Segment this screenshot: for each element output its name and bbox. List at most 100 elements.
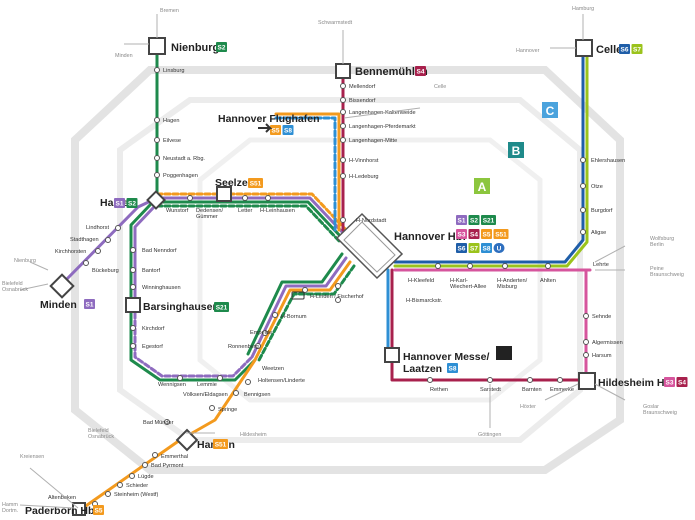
station-l-mitte[interactable]: Langenhagen-Mitte bbox=[349, 138, 397, 144]
station-aligse[interactable]: Aligse bbox=[591, 230, 606, 236]
station-ahlten[interactable]: Ahlten bbox=[540, 278, 556, 284]
station-kirchdorf[interactable]: Kirchdorf bbox=[142, 326, 165, 332]
badge-minden-s1[interactable]: S1 bbox=[84, 299, 95, 309]
badge-hbf-row2-s5[interactable]: S5 bbox=[481, 229, 492, 239]
station-h-vinnhorst[interactable]: H-Vinnhorst bbox=[349, 158, 379, 164]
station-ehlershausen[interactable]: Ehlershausen bbox=[591, 158, 625, 164]
badge-hbf-row2-s4[interactable]: S4 bbox=[468, 229, 480, 239]
haste-hub[interactable] bbox=[146, 190, 166, 210]
station-bueckeburg[interactable]: Bückeburg bbox=[92, 268, 119, 274]
station-bennigsen[interactable]: Bennigsen bbox=[244, 392, 270, 398]
hameln-hub[interactable] bbox=[175, 428, 199, 452]
badge-messe-s8[interactable]: S8 bbox=[447, 363, 458, 373]
badge-hbf-row1-s21[interactable]: S21 bbox=[481, 215, 496, 225]
station-sarstedt[interactable]: Sarstedt bbox=[480, 387, 501, 393]
badge-hbf-row3-u[interactable]: U bbox=[493, 243, 505, 253]
station-ronnenberg[interactable]: Ronnenberg bbox=[228, 344, 259, 350]
badge-celle-s6[interactable]: S6 bbox=[619, 44, 630, 54]
station-emmerke[interactable]: Emmerke bbox=[550, 387, 574, 393]
station-lindhorst[interactable]: Lindhorst bbox=[86, 225, 109, 231]
badge-hildesheim-s4[interactable]: S4 bbox=[676, 377, 688, 387]
messe-hub[interactable] bbox=[384, 347, 400, 363]
station-holtensen[interactable]: Holtensen/Linderte bbox=[258, 378, 305, 384]
station-weetzen[interactable]: Weetzen bbox=[262, 366, 284, 372]
hbf-label[interactable]: Hannover Hbf bbox=[394, 231, 466, 243]
station-h-nordstadt[interactable]: H-Nordstadt bbox=[356, 218, 387, 224]
station-h-anderten[interactable]: H-Anderten/Misburg bbox=[497, 278, 528, 290]
hildesheim-hub[interactable] bbox=[578, 372, 596, 390]
badge-hildesheim-s3[interactable]: S3 bbox=[664, 377, 675, 387]
badge-barsinghausen-s21[interactable]: S21 bbox=[214, 302, 229, 312]
celle-label[interactable]: Celle bbox=[596, 44, 622, 56]
badge-flughafen-s5[interactable]: S5 bbox=[270, 125, 281, 135]
flughafen-label[interactable]: Hannover Flughafen bbox=[218, 113, 320, 125]
station-altenbeken[interactable]: Altenbeken bbox=[48, 495, 76, 501]
station-l-pferdemarkt[interactable]: Langenhagen-Pferdemarkt bbox=[349, 124, 416, 130]
station-h-bornum[interactable]: H-Bornum bbox=[281, 314, 307, 320]
station-bad-nenndorf[interactable]: Bad Nenndorf bbox=[142, 248, 177, 254]
station-mellendorf[interactable]: Mellendorf bbox=[349, 84, 376, 90]
station-wunstorf[interactable]: Wunstorf bbox=[166, 208, 189, 214]
badge-hbf-row2-s3[interactable]: S3 bbox=[456, 229, 467, 239]
bennemuehlen-label[interactable]: Bennemühlen bbox=[355, 66, 428, 78]
celle-hub[interactable] bbox=[575, 39, 593, 57]
station-letter[interactable]: Letter bbox=[238, 208, 252, 214]
badge-paderborn-s5[interactable]: S5 bbox=[93, 505, 104, 515]
station-schieder[interactable]: Schieder bbox=[126, 483, 148, 489]
minden-hub[interactable] bbox=[49, 273, 75, 299]
station-empelde[interactable]: Empelde bbox=[250, 330, 272, 336]
messe-label-2[interactable]: Laatzen bbox=[403, 363, 442, 375]
seelze-label[interactable]: Seelze bbox=[215, 177, 248, 189]
badge-hbf-row3-s8[interactable]: S8 bbox=[481, 243, 492, 253]
station-stadthagen[interactable]: Stadthagen bbox=[70, 237, 99, 243]
station-lemmie[interactable]: Lemmie bbox=[197, 382, 217, 388]
station-h-ledeburg[interactable]: H-Ledeburg bbox=[349, 174, 379, 180]
badge-haste-s2[interactable]: S2 bbox=[126, 198, 138, 208]
badge-hbf-row2-s51[interactable]: S51 bbox=[493, 229, 509, 239]
hildesheim-label[interactable]: Hildesheim Hbf bbox=[598, 377, 675, 389]
badge-bennemuehlen-s4[interactable]: S4 bbox=[415, 66, 426, 76]
badge-hbf-row3-s6[interactable]: S6 bbox=[456, 243, 467, 253]
bennemuehlen-hub[interactable] bbox=[335, 63, 351, 79]
station-springe[interactable]: Springe bbox=[218, 407, 237, 413]
station-h-bismarck[interactable]: H-Bismarckstr. bbox=[406, 298, 443, 304]
station-algermissen[interactable]: Algermissen bbox=[592, 340, 623, 346]
badge-seelze-s51[interactable]: S51 bbox=[248, 178, 263, 188]
station-h-linden[interactable]: H-Linden / Fischerhof bbox=[310, 294, 364, 300]
station-lehrte[interactable]: Lehrte bbox=[593, 262, 609, 268]
station-bissendorf[interactable]: Bissendorf bbox=[349, 98, 376, 104]
nienburg-label[interactable]: Nienburg bbox=[171, 42, 219, 54]
station-egestorf[interactable]: Egestorf bbox=[142, 344, 163, 350]
station-rethen[interactable]: Rethen bbox=[430, 387, 448, 393]
station-h-leinhausen[interactable]: H-Leinhausen bbox=[260, 208, 295, 214]
badge-hbf-row1-s2[interactable]: S2 bbox=[468, 215, 480, 225]
badge-nienburg-s2[interactable]: S2 bbox=[216, 42, 227, 52]
station-emmerthal[interactable]: Emmerthal bbox=[161, 454, 188, 460]
badge-hbf-row3-s7[interactable]: S7 bbox=[468, 243, 480, 253]
seelze-hub[interactable] bbox=[216, 186, 232, 202]
barsinghausen-hub[interactable] bbox=[125, 297, 141, 313]
station-poggenhagen[interactable]: Poggenhagen bbox=[163, 173, 198, 179]
station-winninghausen[interactable]: Winninghausen bbox=[142, 285, 181, 291]
paderborn-label[interactable]: Paderborn Hbf bbox=[25, 505, 98, 517]
station-otze[interactable]: Otze bbox=[591, 184, 603, 190]
station-sehnde[interactable]: Sehnde bbox=[592, 314, 611, 320]
badge-celle-s7[interactable]: S7 bbox=[631, 44, 643, 54]
barsinghausen-label[interactable]: Barsinghausen bbox=[143, 301, 219, 313]
station-wennigsen[interactable]: Wennigsen bbox=[158, 382, 186, 388]
station-linsburg[interactable]: Linsburg bbox=[163, 68, 184, 74]
station-hagen[interactable]: Hagen bbox=[163, 118, 179, 124]
station-harsum[interactable]: Harsum bbox=[592, 353, 612, 359]
station-dedensen[interactable]: Dedensen/Gümmer bbox=[196, 208, 224, 220]
minden-label[interactable]: Minden bbox=[40, 299, 77, 311]
station-bad-pyrmont[interactable]: Bad Pyrmont bbox=[151, 463, 184, 469]
station-burgdorf[interactable]: Burgdorf bbox=[591, 208, 613, 214]
station-h-kleefeld[interactable]: H-Kleefeld bbox=[408, 278, 434, 284]
station-kirchhorsten[interactable]: Kirchhorsten bbox=[55, 249, 86, 255]
station-barnten[interactable]: Barnten bbox=[522, 387, 542, 393]
badge-haste-s1[interactable]: S1 bbox=[114, 198, 125, 208]
station-bad-muender[interactable]: Bad Münder bbox=[143, 420, 174, 426]
station-eilvese[interactable]: Eilvese bbox=[163, 138, 181, 144]
badge-hameln-s51[interactable]: S51 bbox=[213, 439, 228, 449]
station-bantorf[interactable]: Bantorf bbox=[142, 268, 160, 274]
